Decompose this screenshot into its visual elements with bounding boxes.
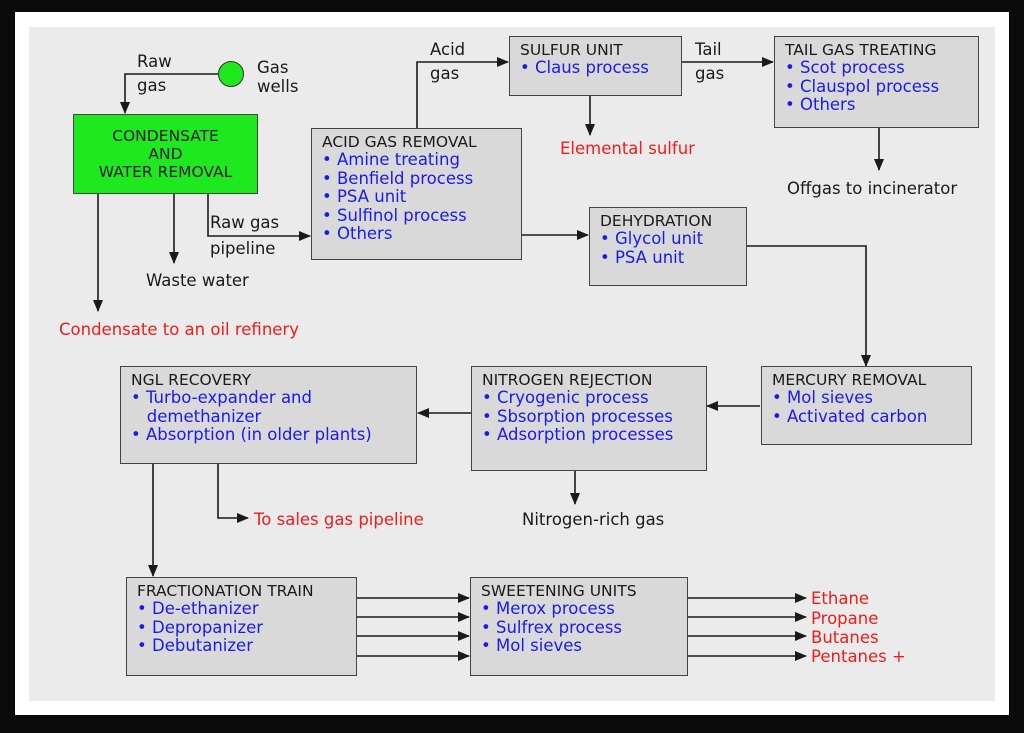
box-mercury-removal: MERCURY REMOVAL Mol sieves Activated car… bbox=[761, 366, 972, 445]
label-pentanes: Pentanes + bbox=[811, 647, 906, 666]
label-condensate-refinery: Condensate to an oil refinery bbox=[59, 320, 299, 339]
condensate-title-line-1: CONDENSATE bbox=[112, 127, 219, 145]
label-tail-gas-bottom: gas bbox=[695, 64, 725, 83]
dehydration-item: PSA unit bbox=[600, 248, 746, 268]
box-tail-gas-treating: TAIL GAS TREATING Scot process Clauspol … bbox=[774, 36, 979, 128]
sweetening-title: SWEETENING UNITS bbox=[481, 582, 637, 600]
fractionation-item: De-ethanizer bbox=[137, 599, 356, 619]
label-gas-wells-bottom: wells bbox=[257, 77, 299, 96]
agr-item: Others bbox=[322, 224, 521, 244]
tail-gas-title: TAIL GAS TREATING bbox=[785, 41, 937, 59]
label-raw-gas-bottom: gas bbox=[137, 76, 167, 95]
agr-item: Benfield process bbox=[322, 169, 521, 189]
ngl-title: NGL RECOVERY bbox=[131, 371, 252, 389]
nitrogen-item: Sbsorption processes bbox=[482, 407, 706, 427]
box-condensate-water-removal: CONDENSATE AND WATER REMOVAL bbox=[73, 114, 258, 194]
mercury-item: Activated carbon bbox=[772, 407, 971, 427]
box-acid-gas-removal: ACID GAS REMOVAL Amine treating Benfield… bbox=[311, 128, 522, 260]
mercury-title: MERCURY REMOVAL bbox=[772, 371, 927, 389]
box-ngl-recovery: NGL RECOVERY Turbo-expander and demethan… bbox=[120, 366, 417, 464]
sweetening-item: Merox process bbox=[481, 599, 687, 619]
label-gas-wells-top: Gas bbox=[257, 58, 289, 77]
box-sweetening-units: SWEETENING UNITS Merox process Sulfrex p… bbox=[470, 577, 688, 676]
box-dehydration: DEHYDRATION Glycol unit PSA unit bbox=[589, 207, 747, 286]
label-nitrogen-rich: Nitrogen-rich gas bbox=[522, 510, 665, 529]
label-ethane: Ethane bbox=[811, 589, 870, 608]
gas-well-node bbox=[218, 61, 244, 87]
mercury-item: Mol sieves bbox=[772, 388, 971, 408]
ngl-item-continued: demethanizer bbox=[146, 406, 262, 426]
label-elemental-sulfur: Elemental sulfur bbox=[560, 139, 695, 158]
label-acid-gas-top: Acid bbox=[430, 40, 466, 59]
box-nitrogen-rejection: NITROGEN REJECTION Cryogenic process Sbs… bbox=[471, 366, 707, 471]
sweetening-item: Mol sieves bbox=[481, 636, 687, 656]
label-waste-water: Waste water bbox=[146, 271, 249, 290]
box-sulfur-unit: SULFUR UNIT Claus process bbox=[509, 36, 682, 96]
condensate-title-line-3: WATER REMOVAL bbox=[98, 163, 233, 181]
label-raw-gas-pipeline-bottom: pipeline bbox=[210, 239, 276, 258]
fractionation-title: FRACTIONATION TRAIN bbox=[137, 582, 314, 600]
tail-gas-item: Scot process bbox=[785, 58, 978, 78]
label-propane: Propane bbox=[811, 609, 879, 628]
label-tail-gas-top: Tail bbox=[695, 40, 722, 59]
dehydration-title: DEHYDRATION bbox=[600, 212, 713, 230]
tail-gas-item: Clauspol process bbox=[785, 77, 978, 97]
nitrogen-item: Cryogenic process bbox=[482, 388, 706, 408]
box-fractionation-train: FRACTIONATION TRAIN De-ethanizer Depropa… bbox=[126, 577, 357, 676]
agr-item: Sulfinol process bbox=[322, 206, 521, 226]
label-sales-gas: To sales gas pipeline bbox=[254, 510, 424, 529]
fractionation-item: Debutanizer bbox=[137, 636, 356, 656]
nitrogen-title: NITROGEN REJECTION bbox=[482, 371, 653, 389]
label-butanes: Butanes bbox=[811, 628, 879, 647]
sulfur-unit-title: SULFUR UNIT bbox=[520, 41, 623, 59]
ngl-item: Turbo-expander and bbox=[131, 388, 416, 408]
label-raw-gas-pipeline-top: Raw gas bbox=[210, 213, 280, 232]
condensate-title-line-2: AND bbox=[148, 145, 183, 163]
label-raw-gas-top: Raw bbox=[137, 52, 172, 71]
acid-gas-removal-title: ACID GAS REMOVAL bbox=[322, 133, 477, 151]
label-offgas: Offgas to incinerator bbox=[787, 179, 958, 198]
nitrogen-item: Adsorption processes bbox=[482, 425, 706, 445]
agr-item: Amine treating bbox=[322, 150, 521, 170]
label-acid-gas-bottom: gas bbox=[430, 64, 460, 83]
agr-item: PSA unit bbox=[322, 187, 521, 207]
fractionation-item: Depropanizer bbox=[137, 618, 356, 638]
dehydration-item: Glycol unit bbox=[600, 229, 746, 249]
sulfur-item: Claus process bbox=[520, 58, 681, 78]
sweetening-item: Sulfrex process bbox=[481, 618, 687, 638]
tail-gas-item: Others bbox=[785, 95, 978, 115]
ngl-item: Absorption (in older plants) bbox=[131, 425, 416, 445]
